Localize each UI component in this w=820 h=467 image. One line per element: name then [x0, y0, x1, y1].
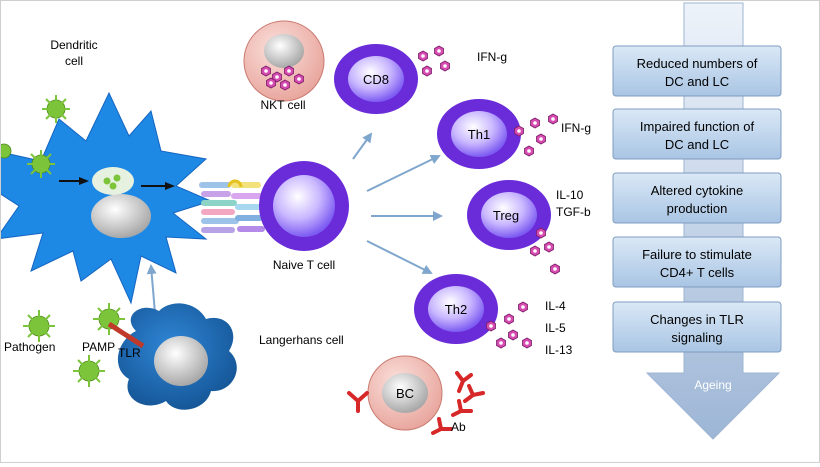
- tlr-receptor: [107, 321, 145, 349]
- tgfb-label: TGF-b: [556, 205, 591, 219]
- naive-t-cell: [259, 161, 349, 251]
- treg-label: Treg: [493, 208, 519, 223]
- lc-nucleus: [154, 336, 208, 386]
- il10-label: IL-10: [556, 188, 584, 202]
- lc-to-dc-arrow: [146, 264, 157, 314]
- ifng-cytokines-th1: [514, 113, 558, 157]
- cd8-label: CD8: [363, 72, 389, 87]
- dc-nucleus: [91, 194, 151, 238]
- il5-label: IL-5: [545, 321, 566, 335]
- langerhans-cell: [117, 303, 237, 410]
- effect-5-line1: Changes in TLR: [650, 312, 744, 327]
- th1-label: Th1: [468, 127, 490, 142]
- ageing-label: Ageing: [694, 378, 731, 392]
- effect-4-line2: CD4+ T cells: [660, 265, 735, 280]
- effect-2-line1: Impaired function of: [640, 119, 755, 134]
- dendritic-label-line2: cell: [65, 54, 83, 68]
- treg-cell: [467, 180, 551, 250]
- ageing-effect-box-1: Reduced numbers of DC and LC: [612, 45, 782, 97]
- effect-3-line1: Altered cytokine: [651, 183, 744, 198]
- dendritic-label-line1: Dendritic: [50, 38, 97, 52]
- effect-3-line2: production: [667, 201, 728, 216]
- bc-label: BC: [396, 386, 414, 401]
- differentiation-arrows: [352, 132, 443, 274]
- ifng-label-th1: IFN-g: [561, 121, 591, 135]
- pathogen-spikes: [23, 95, 125, 387]
- ageing-effect-box-4: Failure to stimulate CD4+ T cells: [612, 236, 782, 288]
- th1-cell: [437, 99, 521, 169]
- b-cell: [367, 355, 443, 431]
- pamp-label: PAMP: [82, 340, 115, 354]
- effect-1-line2: DC and LC: [665, 74, 729, 89]
- il13-label: IL-13: [545, 343, 573, 357]
- ageing-effect-box-3: Altered cytokine production: [612, 172, 782, 224]
- effect-5-line2: signaling: [671, 330, 722, 345]
- ifng-cytokines-cd8: [418, 45, 450, 77]
- nkt-label: NKT cell: [260, 98, 305, 112]
- nkt-cell: [243, 20, 325, 102]
- cd8-cell: [334, 44, 418, 114]
- effect-2-line2: DC and LC: [665, 137, 729, 152]
- il4-label: IL-4: [545, 299, 566, 313]
- pathogen-label: Pathogen: [4, 340, 55, 354]
- tcr-mhc-complex: [199, 179, 265, 233]
- tlr-label: TLR: [118, 346, 141, 360]
- dendritic-cell: [0, 91, 213, 305]
- ab-label: Ab: [451, 420, 466, 434]
- langerhans-label: Langerhans cell: [259, 333, 344, 347]
- ageing-effect-box-2: Impaired function of DC and LC: [612, 108, 782, 160]
- dc-vacuole: [92, 167, 134, 195]
- effect-4-line1: Failure to stimulate: [642, 247, 752, 262]
- th2-label: Th2: [445, 302, 467, 317]
- antibody-icon: [347, 371, 485, 435]
- ageing-effect-box-5: Changes in TLR signaling: [612, 301, 782, 353]
- naive-t-cell-label: Naive T cell: [273, 258, 335, 272]
- th2-cell: [414, 274, 498, 344]
- effect-1-line1: Reduced numbers of: [637, 56, 758, 71]
- ifng-label-cd8: IFN-g: [477, 50, 507, 64]
